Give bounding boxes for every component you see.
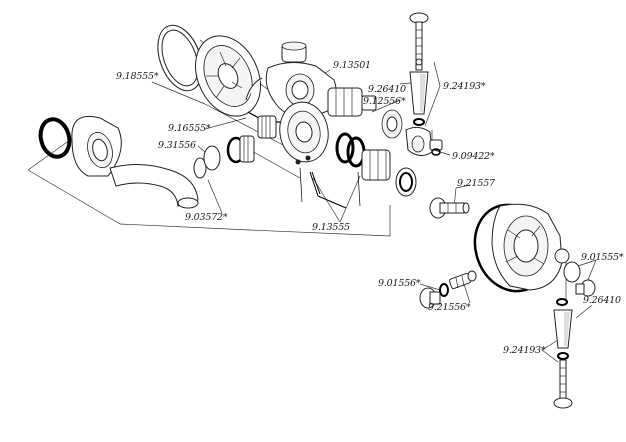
top-handle-assembly (405, 12, 443, 156)
thermostatic-cartridge (361, 149, 417, 197)
black-o-ring (38, 117, 72, 159)
knob-901555 (554, 248, 596, 297)
label-913501: 9.13501 (333, 60, 371, 71)
threaded-nut (257, 115, 277, 139)
elbow-pipe-903572 (109, 164, 199, 209)
label-924193-top: 9.24193* (443, 81, 486, 92)
label-903572: 9.03572* (185, 212, 228, 223)
label-931556: 9.31556 (158, 140, 196, 151)
flow-cartridge (327, 87, 403, 139)
cover-plate (279, 101, 366, 168)
label-912556: 9.12556* (363, 96, 406, 107)
ring-931556 (193, 135, 255, 179)
label-918555: 9.18555* (116, 71, 159, 82)
label-909422: 9.09422* (452, 151, 495, 162)
allen-key-913555 (295, 155, 361, 209)
label-921557: 9.21557 (457, 178, 495, 189)
label-913555: 9.13555 (312, 222, 350, 233)
label-924193-bottom: 9.24193* (503, 345, 546, 356)
label-916555: 9.16555* (168, 123, 211, 134)
gasket-ring-918555 (157, 24, 203, 92)
spindle-921557 (429, 197, 470, 219)
valve-body-913501 (245, 41, 337, 119)
bottom-handle-assembly (553, 298, 573, 409)
label-901556: 9.01556* (378, 278, 421, 289)
backplate-916555 (195, 35, 282, 123)
knob-901556 (419, 270, 477, 309)
label-921556: 9.21556* (428, 302, 471, 313)
shroud-cone (71, 115, 122, 177)
label-926410-top: 9.26410 (368, 84, 406, 95)
label-901555: 9.01555* (581, 252, 624, 263)
right-mixer-body (473, 203, 563, 293)
label-926410-bottom: 9.26410 (583, 295, 621, 306)
